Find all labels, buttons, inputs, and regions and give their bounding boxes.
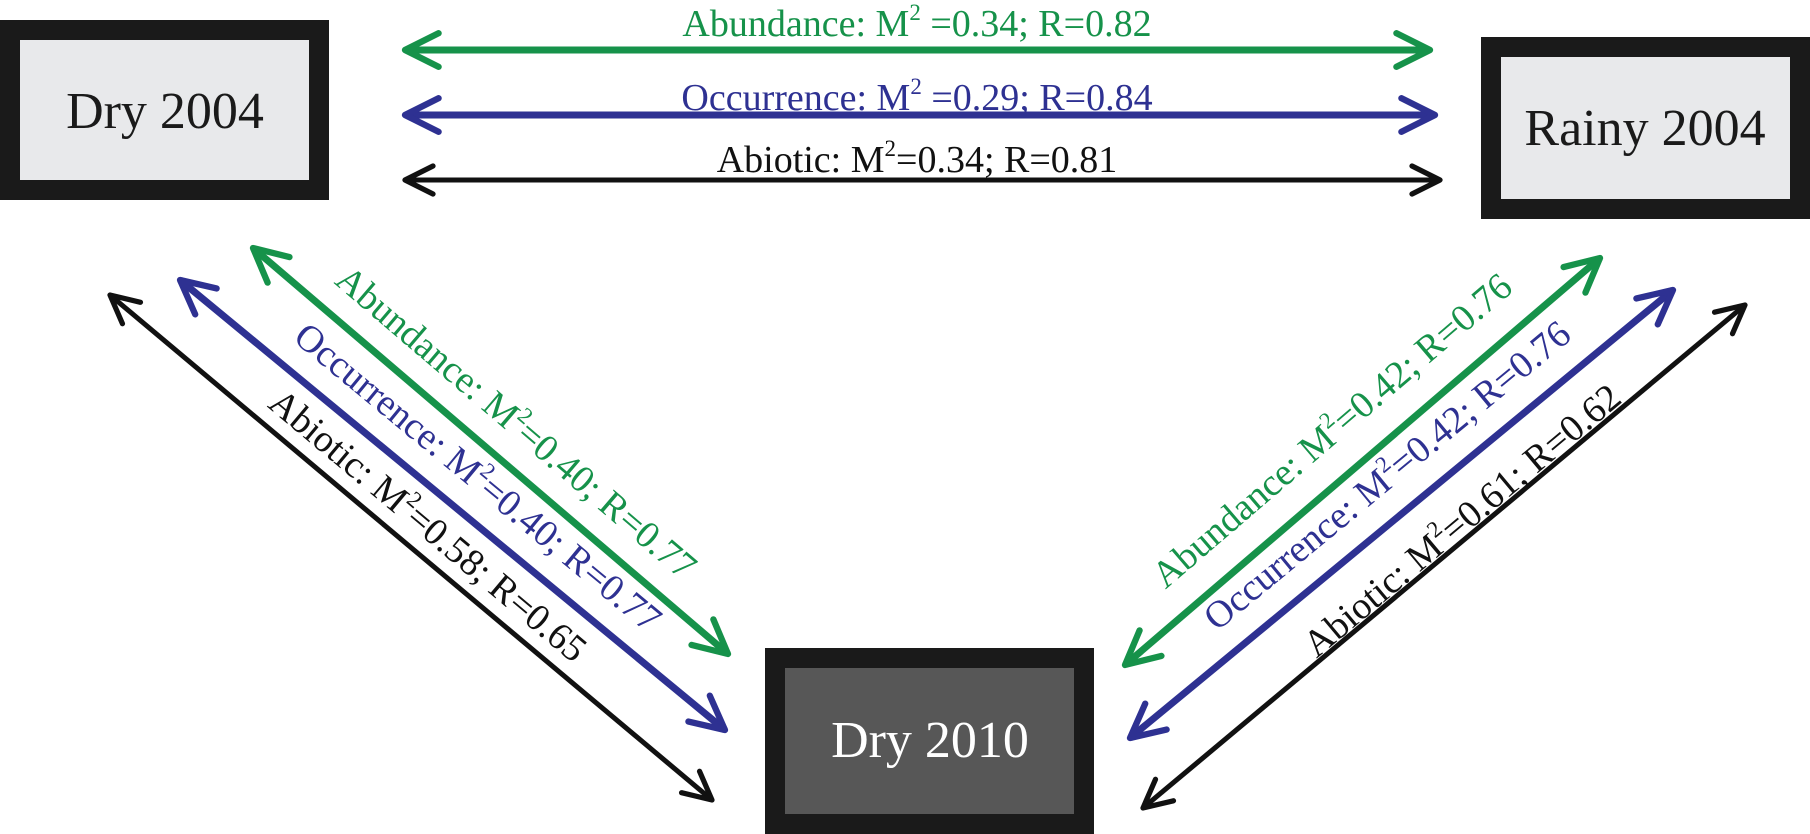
node-dry-2004-label: Dry 2004 — [66, 83, 264, 140]
node-dry-2010: Dry 2010 — [765, 648, 1094, 834]
label-top-occurrence: Occurrence: M2 =0.29; R=0.84 — [681, 74, 1152, 119]
edge-top: Abundance: M2 =0.34; R=0.82 Occurrence: … — [401, 0, 1443, 197]
node-rainy-2004: Rainy 2004 — [1481, 37, 1810, 219]
arrow-right-abiotic — [1140, 302, 1748, 811]
edge-left: Abundance: M2=0.40; R=0.77 Occurrence: M… — [107, 244, 732, 803]
node-rainy-2004-label: Rainy 2004 — [1524, 100, 1765, 157]
node-dry-2004: Dry 2004 — [0, 20, 329, 200]
node-dry-2010-label: Dry 2010 — [831, 712, 1029, 769]
arrow-left-abiotic — [107, 292, 715, 803]
label-top-abundance: Abundance: M2 =0.34; R=0.82 — [682, 0, 1151, 45]
edge-right: Abundance: M2=0.42; R=0.76 Occurrence: M… — [1121, 254, 1748, 811]
label-top-abiotic: Abiotic: M2=0.34; R=0.81 — [717, 136, 1118, 181]
